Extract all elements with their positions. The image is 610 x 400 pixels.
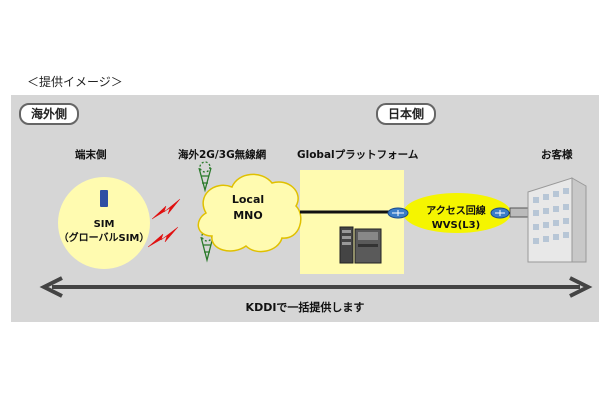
sim-card-icon <box>100 190 108 207</box>
sim-label-line1: SIM <box>93 219 115 230</box>
kddi-bundle-label: KDDIで一括提供します <box>245 301 365 314</box>
antenna-icon <box>198 161 212 193</box>
router-icon <box>387 207 409 219</box>
sim-label-line2: （グローバルSIM） <box>58 233 150 244</box>
header-terminal: 端末側 <box>75 149 107 161</box>
local-mno-cloud <box>197 173 302 253</box>
japan-side-label: 日本側 <box>376 103 437 125</box>
access-line-ellipse <box>403 193 511 233</box>
local-mno-line1: Local <box>231 193 265 206</box>
router-icon <box>490 207 510 219</box>
access-line-label: アクセス回線 WVS(L3) <box>410 205 502 233</box>
double-arrow <box>39 276 593 298</box>
header-wireless: 海外2G/3G無線網 <box>178 149 267 161</box>
local-mno-line2: MNO <box>233 209 263 222</box>
overseas-side-label: 海外側 <box>19 103 80 125</box>
server-icon <box>339 226 382 264</box>
lightning-icon <box>147 198 181 248</box>
header-platform: Globalプラットフォーム <box>297 149 419 161</box>
access-line-line1: アクセス回線 <box>426 206 486 217</box>
building-icon <box>527 177 587 263</box>
header-customer: お客様 <box>541 149 573 161</box>
local-mno-label: Local MNO <box>218 192 278 224</box>
caption: ＜提供イメージ＞ <box>27 75 123 89</box>
access-line-line2: WVS(L3) <box>431 220 481 231</box>
sim-label: SIM （グローバルSIM） <box>54 218 154 246</box>
